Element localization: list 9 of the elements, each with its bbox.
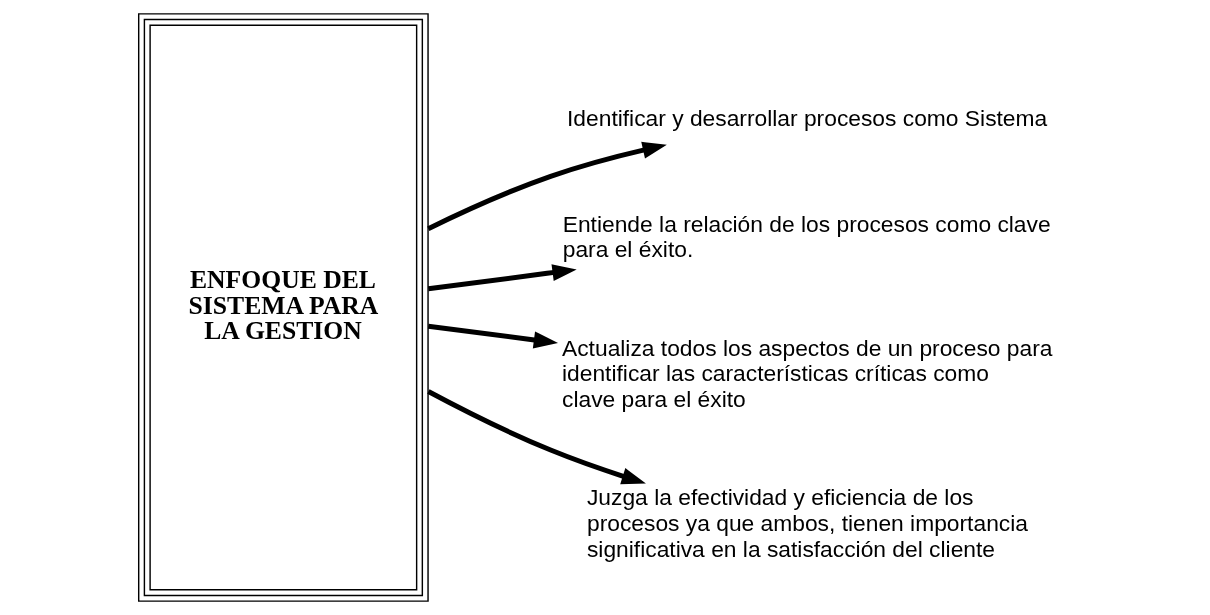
arrow <box>427 323 558 349</box>
node-text: Actualiza todos los aspectos de un proceso para identificar las características críticas como clave para el éxito <box>561 334 1052 412</box>
arrow <box>426 389 646 485</box>
arrow <box>427 264 577 292</box>
node-text: Juzga la efectividad y eficiencia de los procesos ya que ambos, tienen importancia significativa en la satisfacción del cliente <box>586 484 1028 562</box>
node-text: Entiende la relación de los procesos como clave para el éxito. <box>562 210 1051 263</box>
node-text: Identificar y desarrollar procesos como Sistema <box>566 105 1047 132</box>
node-box: ENFOQUE DEL SISTEMA PARA LA GESTION <box>137 13 429 602</box>
arrow <box>426 141 667 231</box>
